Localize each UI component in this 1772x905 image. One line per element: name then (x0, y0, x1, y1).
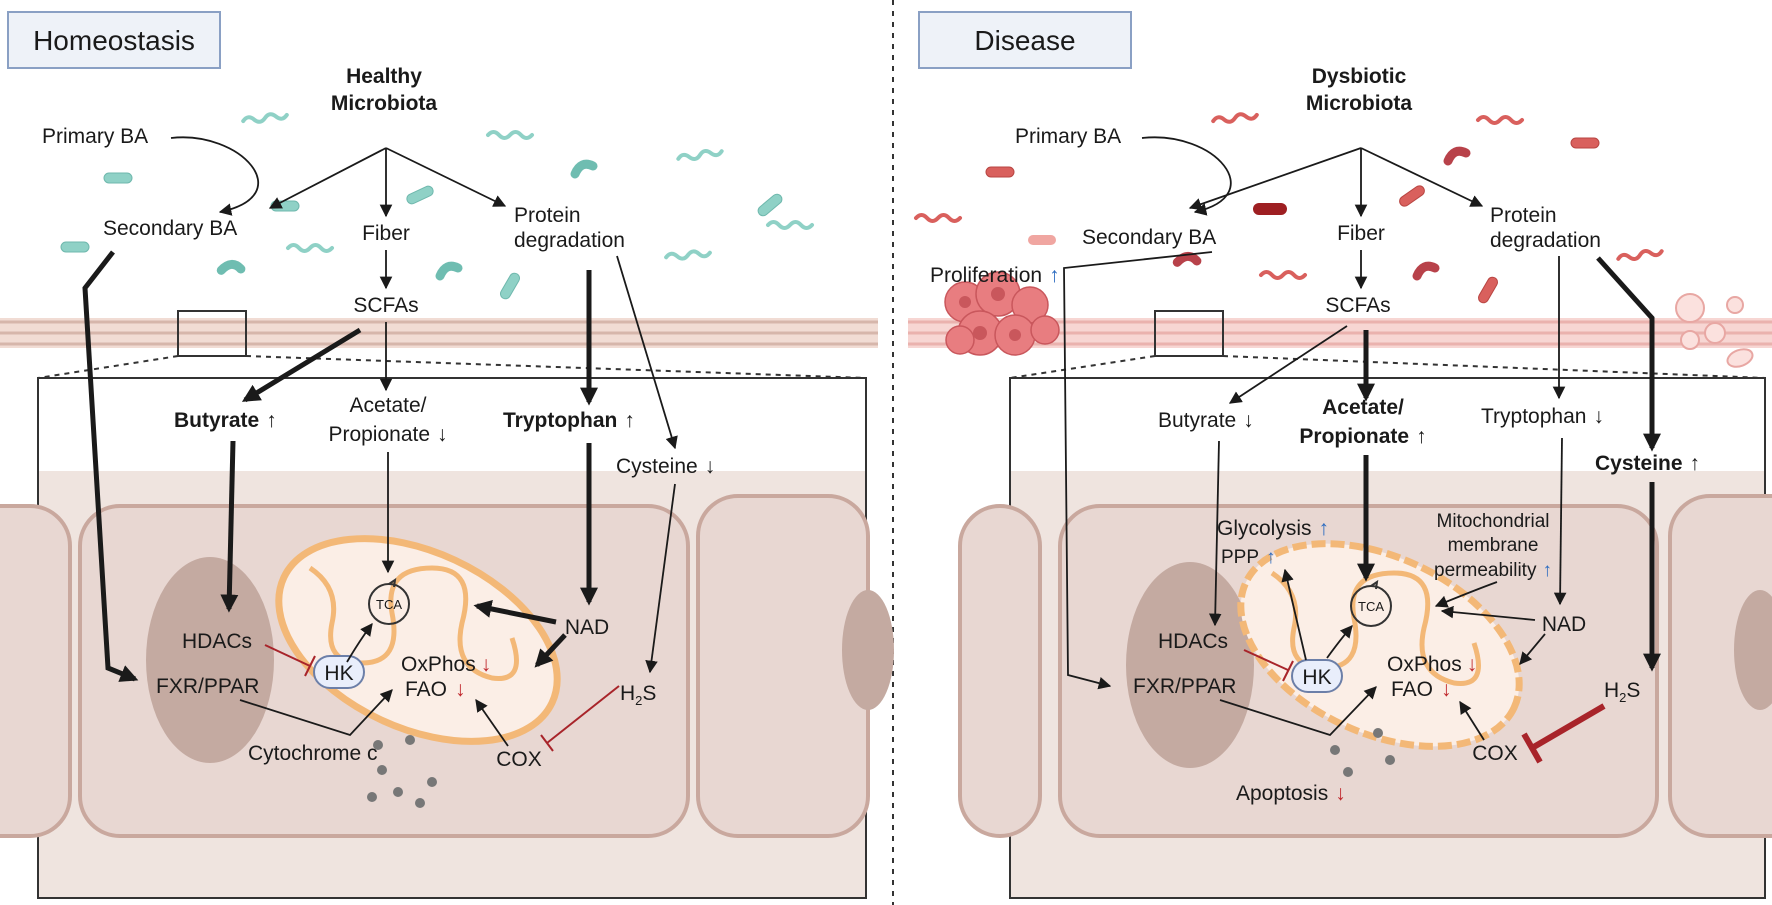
mito-perm-line2: membrane (1448, 535, 1539, 556)
pathway-arrows-right (1063, 136, 1567, 741)
epithelial-cell-left-edge-d (958, 504, 1042, 838)
dysbiotic-microbiota-line1: Dysbiotic (1312, 65, 1407, 88)
cox-label-right: COX (1472, 742, 1518, 765)
cox-label-left: COX (496, 748, 542, 771)
scfas-label-left: SCFAs (353, 294, 418, 317)
cysteine-label-right: Cysteine↑ (1595, 452, 1700, 475)
inhibition-lines-right (1243, 649, 1606, 764)
hdacs-label-right: HDACs (1158, 630, 1228, 653)
cysteine-label-left: Cysteine↓ (616, 455, 715, 478)
acetate-label-line2-left: Propionate↓ (328, 423, 447, 446)
protein-label-line1-left: Protein (514, 204, 581, 227)
epithelial-cell-right-edge (696, 494, 870, 838)
svg-text:HK: HK (324, 662, 353, 685)
mitochondrion-right (1237, 540, 1523, 750)
mitochondrion-left (275, 535, 561, 745)
disease-panel: Disease (908, 11, 1772, 899)
healthy-microbiota-line2: Microbiota (331, 92, 437, 115)
hk-pill-left: HK (313, 655, 365, 689)
glycolysis-label: Glycolysis↑ (1217, 517, 1329, 540)
nucleus-partial (842, 590, 894, 710)
dysbiotic-bacteria (914, 109, 1665, 306)
healthy-microbiota-line1: Healthy (346, 65, 422, 88)
fxr-ppar-label-right: FXR/PPAR (1133, 675, 1236, 698)
oxphos-label-right: OxPhos↓ (1387, 653, 1477, 676)
tca-cycle-left: TCA (368, 577, 410, 625)
fao-label-right: FAO↓ (1391, 678, 1452, 701)
protein-label-line1-right: Protein (1490, 204, 1557, 227)
butyrate-label-right: Butyrate↓ (1158, 409, 1254, 432)
healthy-bacteria (60, 109, 814, 302)
apoptotic-blebs (1675, 293, 1754, 368)
oxphos-label-left: OxPhos↓ (401, 653, 491, 676)
svg-text:HK: HK (1302, 666, 1331, 689)
primary-ba-label-right: Primary BA (1015, 125, 1121, 148)
apoptosis-dots (1330, 728, 1395, 777)
protein-label-line2-left: degradation (514, 229, 625, 252)
acetate-label-line2-right: Propionate↑ (1299, 425, 1426, 448)
apoptosis-label: Apoptosis↓ (1236, 782, 1346, 805)
pathway-arrows-left (170, 136, 678, 747)
epithelial-cell-right-edge-d (1668, 494, 1772, 838)
butyrate-label-left: Butyrate↑ (174, 409, 277, 432)
scfas-label-right: SCFAs (1325, 294, 1390, 317)
hdacs-label-left: HDACs (182, 630, 252, 653)
disease-title: Disease (974, 25, 1075, 56)
epithelial-cell-left-edge (0, 504, 72, 838)
proliferation-label: Proliferation↑ (930, 264, 1060, 287)
secondary-ba-label-right: Secondary BA (1082, 226, 1216, 249)
mito-perm-line1: Mitochondrial (1437, 511, 1550, 532)
nucleus-left (146, 557, 274, 763)
protein-label-line2-right: degradation (1490, 229, 1601, 252)
acetate-label-line1-left: Acetate/ (349, 394, 426, 417)
homeostasis-title-box (7, 11, 221, 69)
tca-cycle-right: TCA (1350, 579, 1392, 627)
acetate-label-line1-right: Acetate/ (1322, 396, 1404, 419)
homeostasis-title: Homeostasis (33, 25, 195, 56)
nad-label-left: NAD (565, 616, 609, 639)
cytochrome-dots (367, 735, 437, 808)
nucleus-right (1126, 562, 1254, 768)
h2s-label-left: H2S (620, 682, 656, 708)
hk-pill-right: HK (1291, 659, 1343, 693)
fiber-label-left: Fiber (362, 222, 410, 245)
svg-text:TCA: TCA (1358, 599, 1384, 614)
mito-perm-line3: permeability↑ (1434, 560, 1552, 581)
bold-arrows-right (1357, 256, 1661, 672)
zoom-box-right (1154, 310, 1224, 357)
svg-text:TCA: TCA (376, 597, 402, 612)
zoom-box-left (177, 310, 247, 357)
disease-title-box (918, 11, 1132, 69)
tryptophan-label-right: Tryptophan↓ (1481, 405, 1604, 428)
inhibition-lines-left (264, 644, 620, 752)
cytochrome-label-left: Cytochrome c (248, 742, 378, 765)
dysbiotic-microbiota-line2: Microbiota (1306, 92, 1412, 115)
primary-ba-label-left: Primary BA (42, 125, 148, 148)
bold-arrows-left (82, 250, 598, 682)
proliferating-cells-cluster (944, 271, 1060, 356)
fao-label-left: FAO↓ (405, 678, 466, 701)
homeostasis-panel: Homeostasis (0, 11, 894, 899)
secondary-ba-label-left: Secondary BA (103, 217, 237, 240)
tryptophan-label-left: Tryptophan↑ (503, 409, 635, 432)
h2s-label-right: H2S (1604, 679, 1640, 705)
fiber-label-right: Fiber (1337, 222, 1385, 245)
ppp-label: PPP↑ (1221, 547, 1276, 568)
nad-label-right: NAD (1542, 613, 1586, 636)
fxr-ppar-label-left: FXR/PPAR (156, 675, 259, 698)
